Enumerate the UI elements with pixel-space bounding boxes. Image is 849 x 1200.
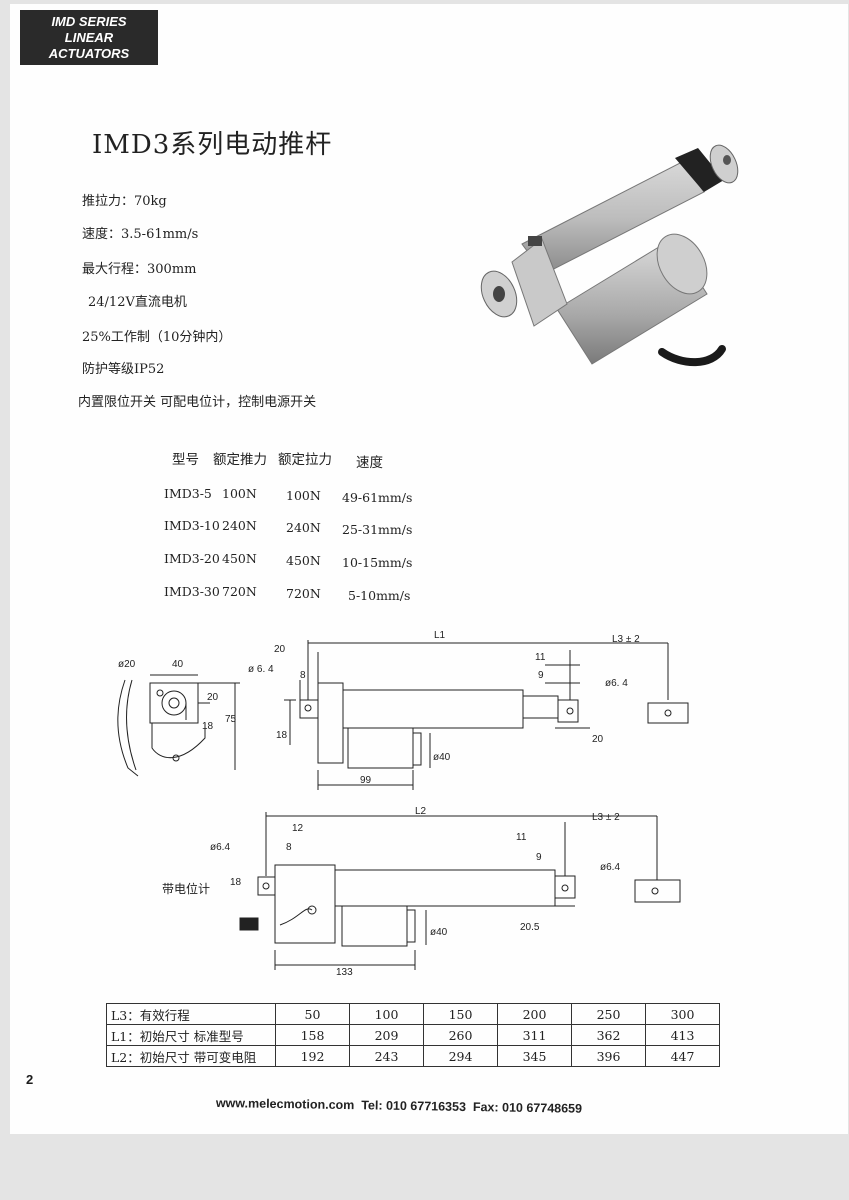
row-label: L2：初始尺寸 带可变电阻 [106, 1045, 276, 1067]
badge-line-1: IMD SERIES [51, 14, 127, 29]
table-cell: 396 [571, 1045, 646, 1067]
cell-pull: 240N [286, 520, 321, 535]
cell-pull: 450N [286, 553, 321, 568]
table-row: L2：初始尺寸 带可变电阻 192 243 294 345 396 447 [106, 1045, 720, 1067]
spec-motor: 24/12V直流电机 [88, 295, 187, 310]
cell-pull: 720N [286, 586, 321, 601]
table-cell: 294 [423, 1045, 498, 1067]
table-cell: 209 [349, 1024, 424, 1046]
table-row: L1：初始尺寸 标准型号 158 209 260 311 362 413 [106, 1024, 720, 1046]
cell-model: IMD3-5 [164, 486, 212, 501]
table-cell: 413 [645, 1024, 720, 1046]
series-badge: IMD SERIES LINEAR ACTUATORS [20, 10, 158, 65]
cell-speed: 49-61mm/s [342, 490, 413, 505]
cell-model: IMD3-10 [164, 518, 220, 533]
cell-push: 100N [222, 486, 257, 501]
spec-duty: 25%工作制（10分钟内） [82, 330, 232, 345]
actuator-photo [480, 144, 739, 367]
table-cell: 311 [497, 1024, 572, 1046]
spec-speed: 速度：3.5-61mm/s [82, 227, 199, 242]
table-cell: 447 [645, 1045, 720, 1067]
table-cell: 345 [497, 1045, 572, 1067]
badge-line-3: ACTUATORS [48, 46, 130, 61]
table-cell: 243 [349, 1045, 424, 1067]
cell-speed: 10-15mm/s [342, 555, 413, 570]
th-pull: 额定拉力 [278, 452, 332, 468]
cell-model: IMD3-30 [164, 584, 220, 599]
table-cell: 192 [275, 1045, 350, 1067]
spec-force: 推拉力：70kg [82, 194, 167, 209]
table-cell: 300 [645, 1003, 720, 1025]
table-row: L3：有效行程 50 100 150 200 250 300 [106, 1003, 720, 1025]
table-cell: 158 [275, 1024, 350, 1046]
cell-model: IMD3-20 [164, 551, 220, 566]
th-model: 型号 [172, 452, 199, 468]
spec-protection: 防护等级IP52 [82, 362, 165, 377]
cell-speed: 5-10mm/s [348, 588, 411, 603]
table-cell: 50 [275, 1003, 350, 1025]
footer-contact: www.melecmotion.com Tel: 010 67716353 Fa… [215, 1096, 583, 1116]
potentiometer-label: 带电位计 [162, 882, 211, 896]
table-cell: 150 [423, 1003, 498, 1025]
th-speed: 速度 [356, 455, 383, 471]
th-push: 额定推力 [213, 452, 267, 468]
cell-push: 450N [222, 551, 257, 566]
spec-stroke: 最大行程：300mm [82, 262, 197, 277]
cell-speed: 25-31mm/s [342, 522, 413, 537]
table-cell: 100 [349, 1003, 424, 1025]
cell-pull: 100N [286, 488, 321, 503]
catalog-page: IMD SERIES LINEAR ACTUATORS IMD3系列电动推杆 推… [10, 4, 848, 1134]
table-cell: 260 [423, 1024, 498, 1046]
table-cell: 250 [571, 1003, 646, 1025]
row-label: L3：有效行程 [106, 1003, 276, 1025]
row-label: L1：初始尺寸 标准型号 [106, 1024, 276, 1046]
cell-push: 720N [222, 584, 257, 599]
spec-features: 内置限位开关 可配电位计，控制电源开关 [78, 395, 317, 410]
dimension-table: L3：有效行程 50 100 150 200 250 300 L1：初始尺寸 标… [106, 1003, 720, 1067]
page-title: IMD3系列电动推杆 [92, 130, 333, 160]
cell-push: 240N [222, 518, 257, 533]
badge-line-2: LINEAR [64, 30, 114, 45]
page-number: 2 [26, 1072, 34, 1087]
table-cell: 362 [571, 1024, 646, 1046]
table-cell: 200 [497, 1003, 572, 1025]
